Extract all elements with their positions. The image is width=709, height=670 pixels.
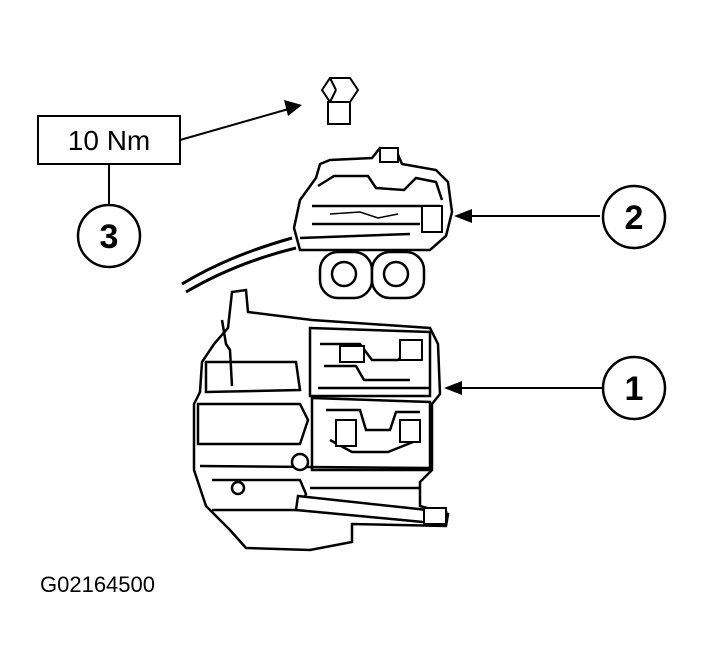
torque-spec-text: 10 Nm <box>68 125 150 156</box>
callout-2-label: 2 <box>625 199 644 237</box>
callout-1: 1 <box>601 355 667 421</box>
bolt-icon <box>320 77 360 125</box>
torque-spec-box: 10 Nm <box>37 115 181 165</box>
solenoid-valve-assembly <box>181 146 454 300</box>
callout-2-arrow <box>454 209 600 223</box>
torque-arrow <box>179 100 302 141</box>
callout-1-arrow <box>444 381 602 395</box>
figure-code: G02164500 <box>40 572 155 597</box>
callout-2: 2 <box>601 184 667 250</box>
valve-body-housing <box>192 288 450 552</box>
callout-3-label: 3 <box>100 218 119 256</box>
callout-1-label: 1 <box>625 370 644 408</box>
callout-3: 3 <box>76 203 142 269</box>
